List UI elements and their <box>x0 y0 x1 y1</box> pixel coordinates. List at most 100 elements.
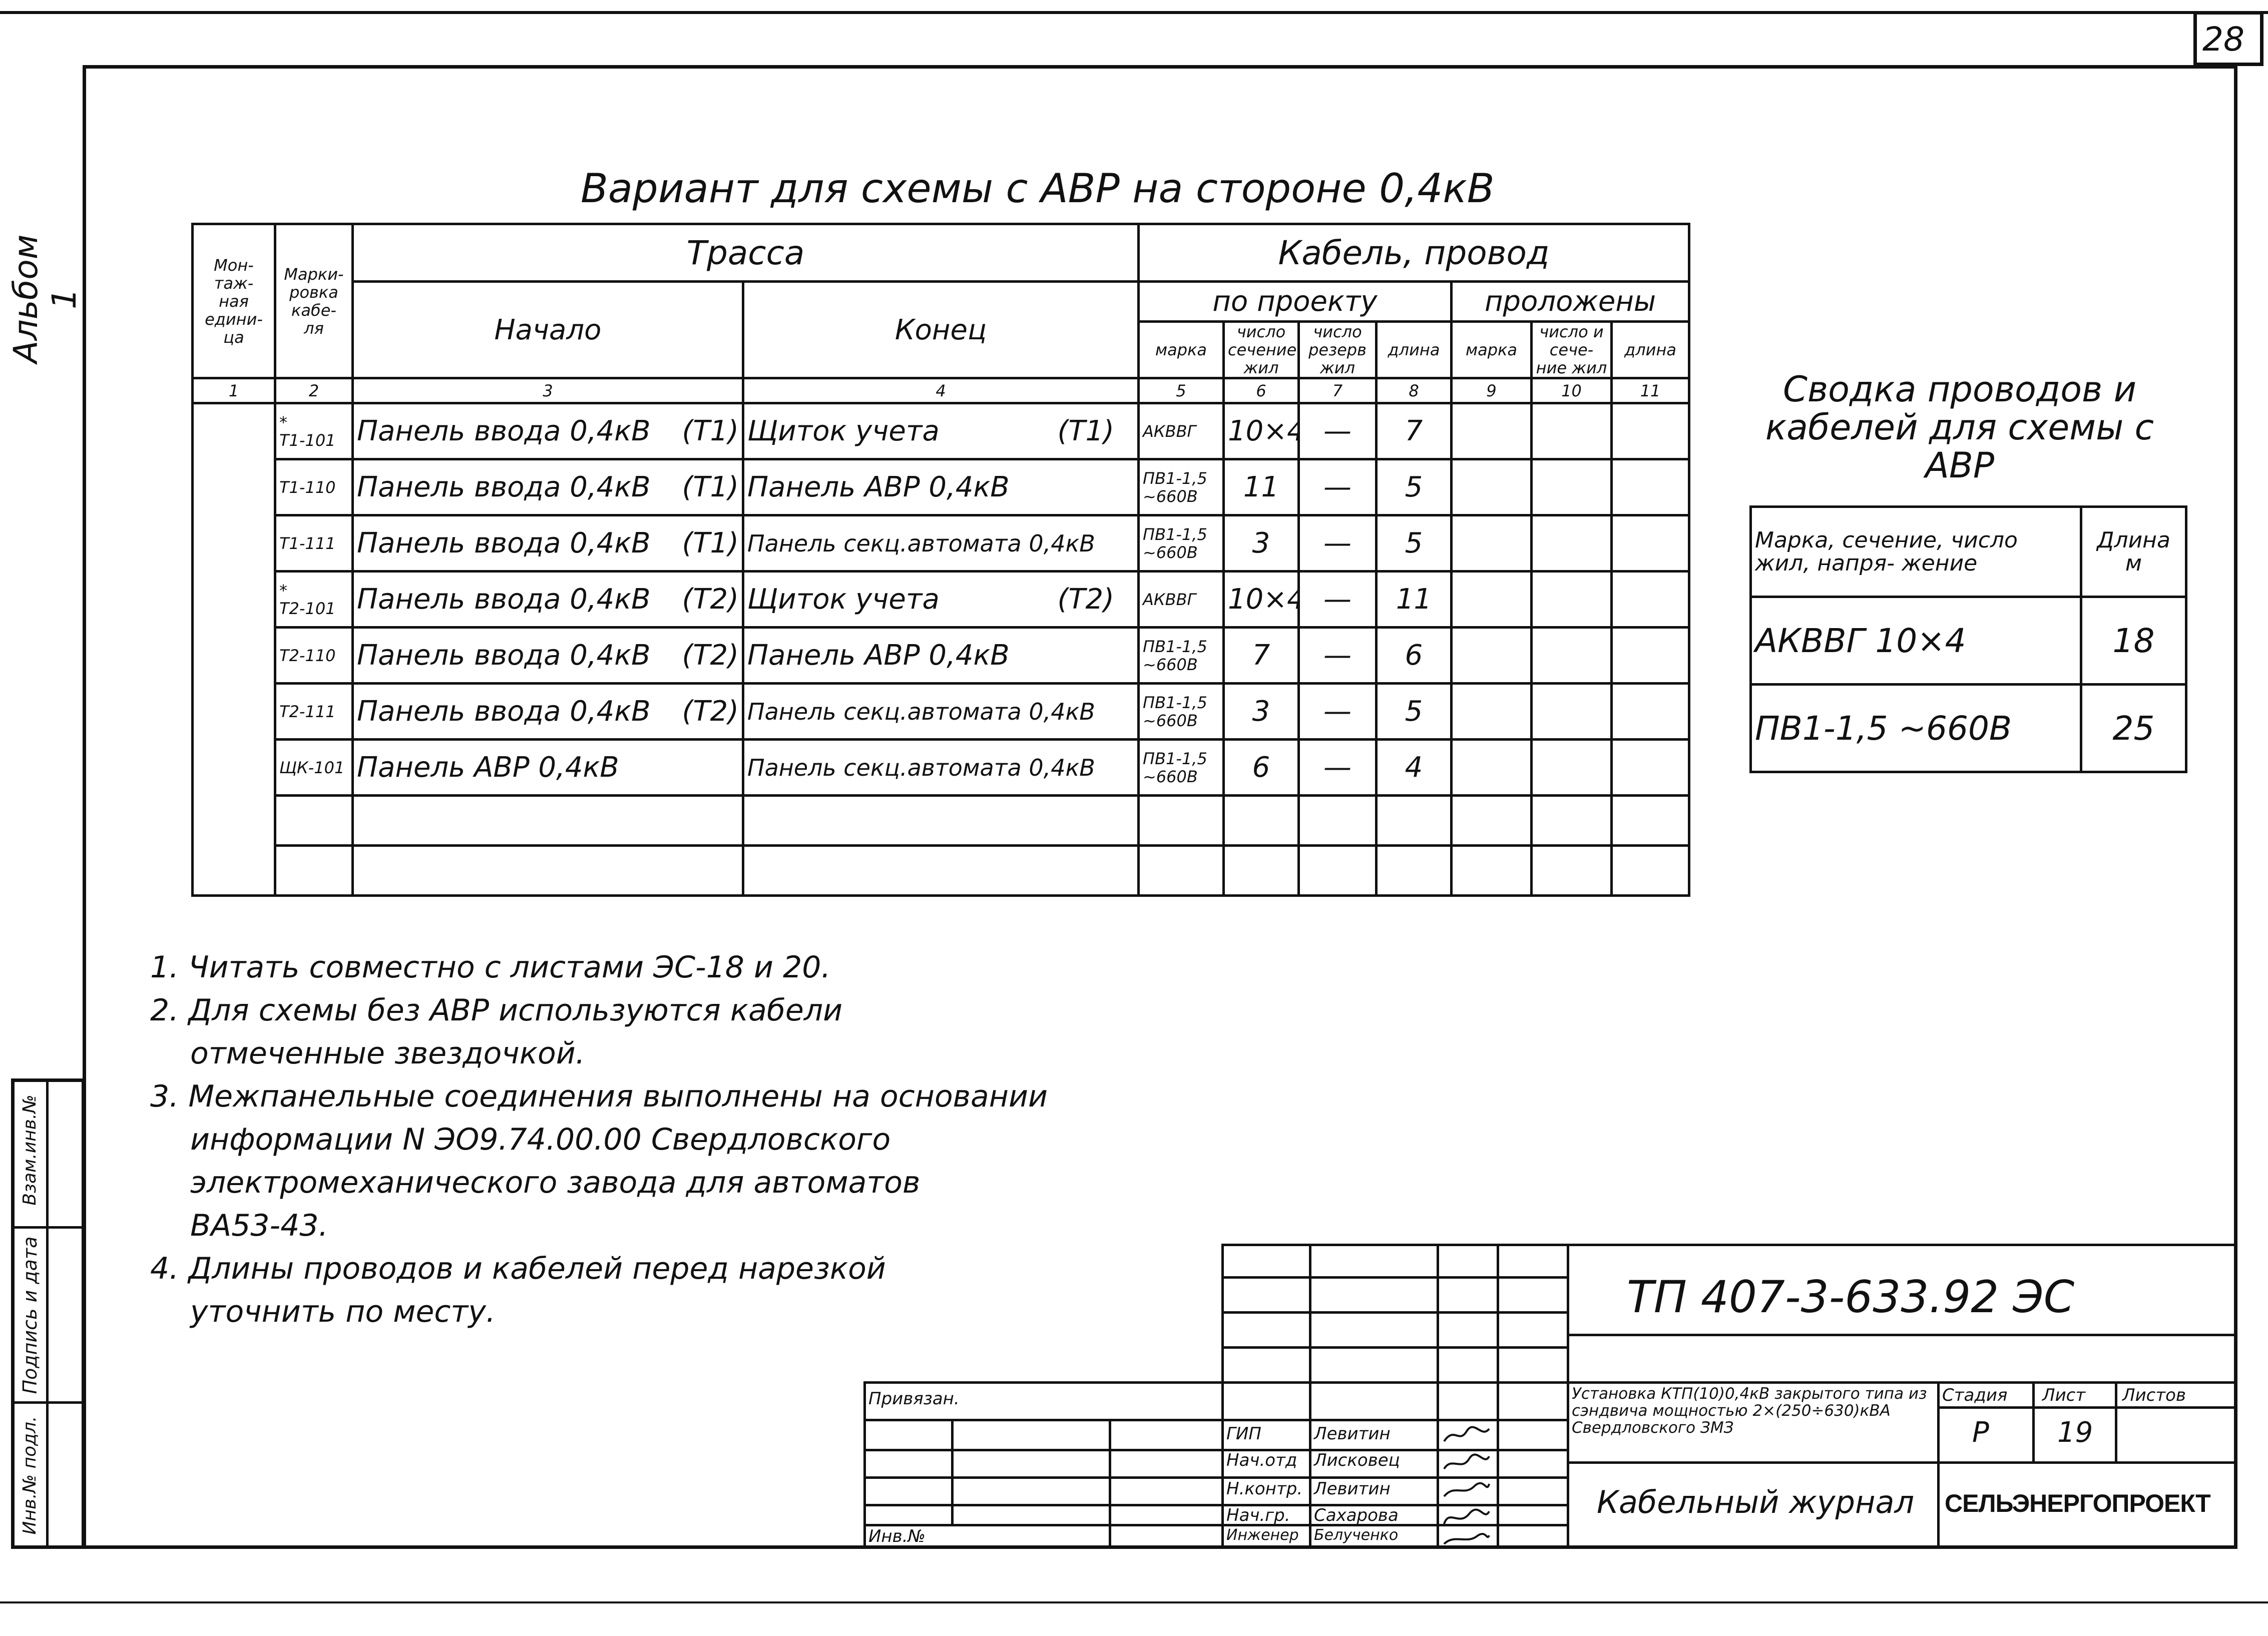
row-end: Щиток учета (Т1) <box>742 402 1140 460</box>
col-number: 5 <box>1137 377 1225 404</box>
inv-no-label: Инв.№ <box>868 1526 926 1546</box>
row-length: 11 <box>1375 570 1453 629</box>
summary-row: ПВ1-1,5 ~660В 25 <box>1749 683 2187 773</box>
row-marka: АКВВГ <box>1137 570 1225 629</box>
page-title: Вариант для схемы с АВР на стороне 0,4кВ <box>581 165 1495 212</box>
row-section: 11 <box>1222 458 1300 516</box>
table-row-empty <box>193 844 1691 897</box>
star-mark: * <box>279 581 287 600</box>
header-length-laid: длина <box>1610 320 1691 379</box>
signatures <box>1443 1426 1490 1545</box>
note-line: уточнить по месту. <box>190 1294 496 1329</box>
summary-marka: ПВ1-1,5 ~660В <box>1749 683 2082 773</box>
row-end: Панель секц.автомата 0,4кВ <box>742 738 1140 797</box>
row-start: Панель ввода 0,4кВ (Т1) <box>351 458 744 516</box>
row-start: Панель ввода 0,4кВ (Т2) <box>351 570 744 629</box>
table-row: *T2-101 Панель ввода 0,4кВ (Т2) Щиток уч… <box>193 570 1691 629</box>
row-marka: ПВ1-1,5 ~660В <box>1137 458 1225 516</box>
row-mark: T1-111 <box>274 514 354 573</box>
table-row: *T1-101 Панель ввода 0,4кВ (Т1) Щиток уч… <box>191 402 1691 897</box>
summary-row: АКВВГ 10×4 18 <box>1749 596 2187 686</box>
document-title: Кабельный журнал <box>1597 1484 1915 1520</box>
note-line: 1. Читать совместно с листами ЭС-18 и 20… <box>150 950 831 985</box>
bottom-cut-line <box>0 1601 2268 1603</box>
row-mark: ЩК-101 <box>274 738 354 797</box>
table-row: T2-111 Панель ввода 0,4кВ (Т2) Панель се… <box>193 682 1691 741</box>
row-marka: АКВВГ <box>1137 402 1225 460</box>
summary-header-length: Длина м <box>2080 505 2187 598</box>
row-section: 3 <box>1222 682 1300 741</box>
row-start: Панель ввода 0,4кВ (Т1) <box>351 402 744 460</box>
row-marka: ПВ1-1,5 ~660В <box>1137 626 1225 685</box>
summary-table: Марка, сечение, число жил, напря- жение … <box>1749 505 2187 773</box>
row-end: Щиток учета (Т2) <box>742 570 1140 629</box>
left-stamp-sep-2 <box>11 1401 85 1404</box>
row-mark: T1-110 <box>274 458 354 516</box>
header-count-section-laid: число и сече- ние жил <box>1530 320 1613 379</box>
col-number: 7 <box>1297 377 1378 404</box>
summary-header-marka: Марка, сечение, число жил, напря- жение <box>1749 505 2082 598</box>
summary-marka: АКВВГ 10×4 <box>1749 596 2082 686</box>
col-number: 9 <box>1450 377 1533 404</box>
col-number: 6 <box>1222 377 1300 404</box>
row-length: 6 <box>1375 626 1453 685</box>
organization-name: СЕЛЬЭНЕРГОПРОЕКТ <box>1945 1489 2211 1517</box>
col-number: 8 <box>1375 377 1453 404</box>
header-marka-laid: марка <box>1450 320 1533 379</box>
privyazan-label: Привязан. <box>868 1389 960 1409</box>
table-row-empty <box>193 794 1691 847</box>
role-label: Нач.отд <box>1226 1450 1297 1470</box>
project-description: Установка КТП(10)0,4кВ закрытого типа из… <box>1572 1385 1927 1437</box>
person-name: Левитин <box>1314 1424 1391 1444</box>
row-reserve: — <box>1297 514 1378 573</box>
header-laid: проложены <box>1450 280 1691 323</box>
header-marking: Марки- ровка кабе- ля <box>274 223 354 379</box>
row-end: Панель секц.автомата 0,4кВ <box>742 682 1140 741</box>
row-section: 6 <box>1222 738 1300 797</box>
col-number: 11 <box>1610 377 1691 404</box>
row-mark: T2-111 <box>274 682 354 741</box>
row-start: Панель ввода 0,4кВ (Т2) <box>351 682 744 741</box>
left-stamp-podpis-data: Подпись и дата <box>19 1236 41 1394</box>
row-section: 3 <box>1222 514 1300 573</box>
person-name: Сахарова <box>1314 1505 1399 1525</box>
row-length: 7 <box>1375 402 1453 460</box>
table-row: T1-111 Панель ввода 0,4кВ (Т1) Панель се… <box>193 514 1691 573</box>
col-number: 1 <box>191 377 276 404</box>
row-end: Панель АВР 0,4кВ <box>742 626 1140 685</box>
row-reserve: — <box>1297 626 1378 685</box>
header-montage: Мон- таж- ная едини- ца <box>191 223 276 379</box>
header-marka: марка <box>1137 320 1225 379</box>
row-reserve: — <box>1297 682 1378 741</box>
header-count-section: число сечение жил <box>1222 320 1300 379</box>
montage-cell <box>191 402 276 897</box>
left-stamp-divider <box>46 1078 49 1549</box>
top-border-line <box>0 11 2268 14</box>
stage-value: Р <box>1972 1416 1989 1449</box>
person-name: Белученко <box>1314 1526 1399 1544</box>
sheet-corner-number: 28 <box>2202 20 2244 59</box>
sheet-header: Лист <box>2042 1385 2086 1405</box>
row-start: Панель ввода 0,4кВ (Т1) <box>351 514 744 573</box>
row-reserve: — <box>1297 402 1378 460</box>
cable-journal-table: Мон- таж- ная едини- ца Марки- ровка каб… <box>191 223 1691 897</box>
col-number: 10 <box>1530 377 1613 404</box>
row-marka: ПВ1-1,5 ~660В <box>1137 738 1225 797</box>
row-section: 10×4 <box>1222 402 1300 460</box>
role-label: ГИП <box>1226 1424 1261 1444</box>
person-name: Лисковец <box>1314 1450 1400 1470</box>
row-length: 5 <box>1375 514 1453 573</box>
header-end: Конец <box>742 280 1140 379</box>
row-reserve: — <box>1297 458 1378 516</box>
left-stamp-inv-podl: Инв.№ подл. <box>20 1416 40 1535</box>
note-line: отмеченные звездочкой. <box>190 1036 585 1071</box>
summary-title: Сводка проводов и кабелей для схемы с АВ… <box>1765 369 2154 486</box>
row-start: Панель АВР 0,4кВ <box>351 738 744 797</box>
left-stamp-sep-1 <box>11 1226 85 1229</box>
row-start: Панель ввода 0,4кВ (Т2) <box>351 626 744 685</box>
doc-code: ТП 407-3-633.92 ЭС <box>1627 1271 2075 1323</box>
note-line: электромеханического завода для автомато… <box>190 1165 921 1200</box>
col-number: 3 <box>351 377 744 404</box>
row-length: 4 <box>1375 738 1453 797</box>
row-end: Панель АВР 0,4кВ <box>742 458 1140 516</box>
